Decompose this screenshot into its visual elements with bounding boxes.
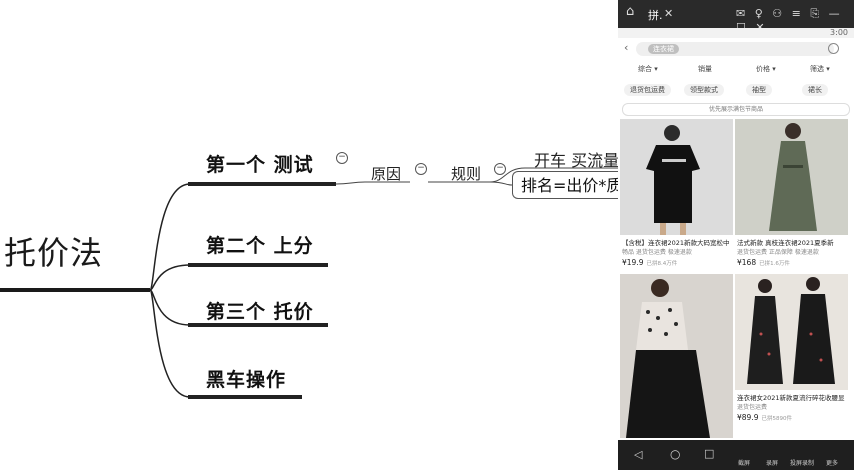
- filter-chips: 退货包运费 领型款式 袖型 裙长: [618, 82, 854, 96]
- back-arrow-icon[interactable]: ‹: [624, 41, 629, 54]
- product-image: [735, 274, 848, 390]
- screenshot-button[interactable]: 截屏: [738, 460, 751, 467]
- collapse-toggle-icon[interactable]: −: [494, 163, 506, 175]
- product-title: 【含税】连衣裙2021新款大码宽松中: [622, 239, 730, 247]
- filter-chip[interactable]: 退货包运费: [624, 84, 671, 96]
- product-tags: 畅品 退货包运费 极速退款: [622, 249, 692, 256]
- close-tab-icon[interactable]: ✕: [664, 7, 674, 20]
- product-image: [735, 119, 848, 235]
- mirror-navbar: ◁ ○ □ 截屏 录屏 投屏录制 更多: [618, 440, 854, 470]
- branch-price-support[interactable]: 第三个 托价: [206, 301, 314, 323]
- mirror-titlebar: ⌂ 拼. ✕ ✉ ♀ ⚇ ≡ ⎘ — ☐ ✕: [618, 0, 854, 34]
- branch-rank-up[interactable]: 第二个 上分: [206, 235, 314, 257]
- node-rules[interactable]: 规则: [451, 165, 482, 183]
- recents-icon[interactable]: □: [704, 447, 715, 460]
- sort-filter[interactable]: 筛选 ▾: [810, 65, 830, 73]
- more-button[interactable]: 更多: [826, 460, 839, 467]
- record-button[interactable]: 录屏: [766, 460, 779, 467]
- promo-banner[interactable]: 优先展示满包节商品: [622, 103, 850, 116]
- collapse-toggle-icon[interactable]: −: [336, 152, 348, 164]
- filter-chip[interactable]: 袖型: [746, 84, 772, 96]
- root-topic[interactable]: 托价法: [4, 234, 104, 272]
- product-price: ¥89.9: [737, 413, 759, 422]
- filter-chip[interactable]: 裙长: [802, 84, 828, 96]
- product-sold: 已拼5890件: [761, 416, 792, 422]
- product-tags: 退货包运费 正品保障 极速退款: [737, 249, 819, 256]
- product-card[interactable]: [620, 274, 733, 438]
- product-sold: 已拼1.6万件: [759, 261, 790, 267]
- node-drive-traffic[interactable]: 开车 买流量: [534, 151, 620, 170]
- product-title: 法式新款 真枝连衣裙2021夏季新: [737, 239, 834, 247]
- product-image: [620, 274, 733, 438]
- search-row: ‹ 连衣裙: [618, 38, 854, 60]
- node-reason[interactable]: 原因: [371, 165, 402, 183]
- cast-record-button[interactable]: 投屏录制: [790, 460, 815, 467]
- filter-chip[interactable]: 领型款式: [684, 84, 724, 96]
- sort-price[interactable]: 价格 ▾: [756, 65, 776, 73]
- mindmap-connectors: [0, 167, 620, 399]
- product-sold: 已拼8.4万件: [646, 261, 678, 267]
- product-image: [620, 119, 733, 235]
- status-time: 3:00: [830, 28, 848, 37]
- product-price: ¥19.9: [622, 258, 644, 267]
- tab-title[interactable]: 拼.: [648, 9, 663, 22]
- collapse-toggle-icon[interactable]: −: [415, 163, 427, 175]
- phone-mirror-window: ⌂ 拼. ✕ ✉ ♀ ⚇ ≡ ⎘ — ☐ ✕ 3:00 ‹ 连衣裙 综合 ▾ 销…: [618, 0, 854, 470]
- product-price: ¥168: [737, 258, 757, 267]
- branch-test[interactable]: 第一个 测试: [206, 154, 314, 176]
- mindmap-canvas: 托价法 第一个 测试 第二个 上分 第三个 托价 黑车操作 − 原因 − 规则 …: [0, 151, 652, 399]
- home-circle-icon[interactable]: ○: [670, 447, 681, 461]
- status-bar: 3:00: [618, 28, 854, 38]
- product-title: 连衣裙女2021新款夏流行碎花收腰显: [737, 394, 845, 402]
- sort-sales[interactable]: 销量: [698, 65, 712, 73]
- home-icon[interactable]: ⌂: [626, 4, 635, 19]
- back-icon[interactable]: ◁: [634, 448, 643, 461]
- camera-icon[interactable]: [828, 43, 839, 54]
- branch-black-car[interactable]: 黑车操作: [206, 369, 287, 391]
- sort-bar: 综合 ▾ 销量 价格 ▾ 筛选 ▾: [618, 62, 854, 76]
- search-input[interactable]: 连衣裙: [636, 42, 834, 56]
- product-tags: 退货包运费: [737, 404, 768, 411]
- sort-comprehensive[interactable]: 综合 ▾: [638, 65, 658, 73]
- search-keyword-chip[interactable]: 连衣裙: [648, 44, 679, 54]
